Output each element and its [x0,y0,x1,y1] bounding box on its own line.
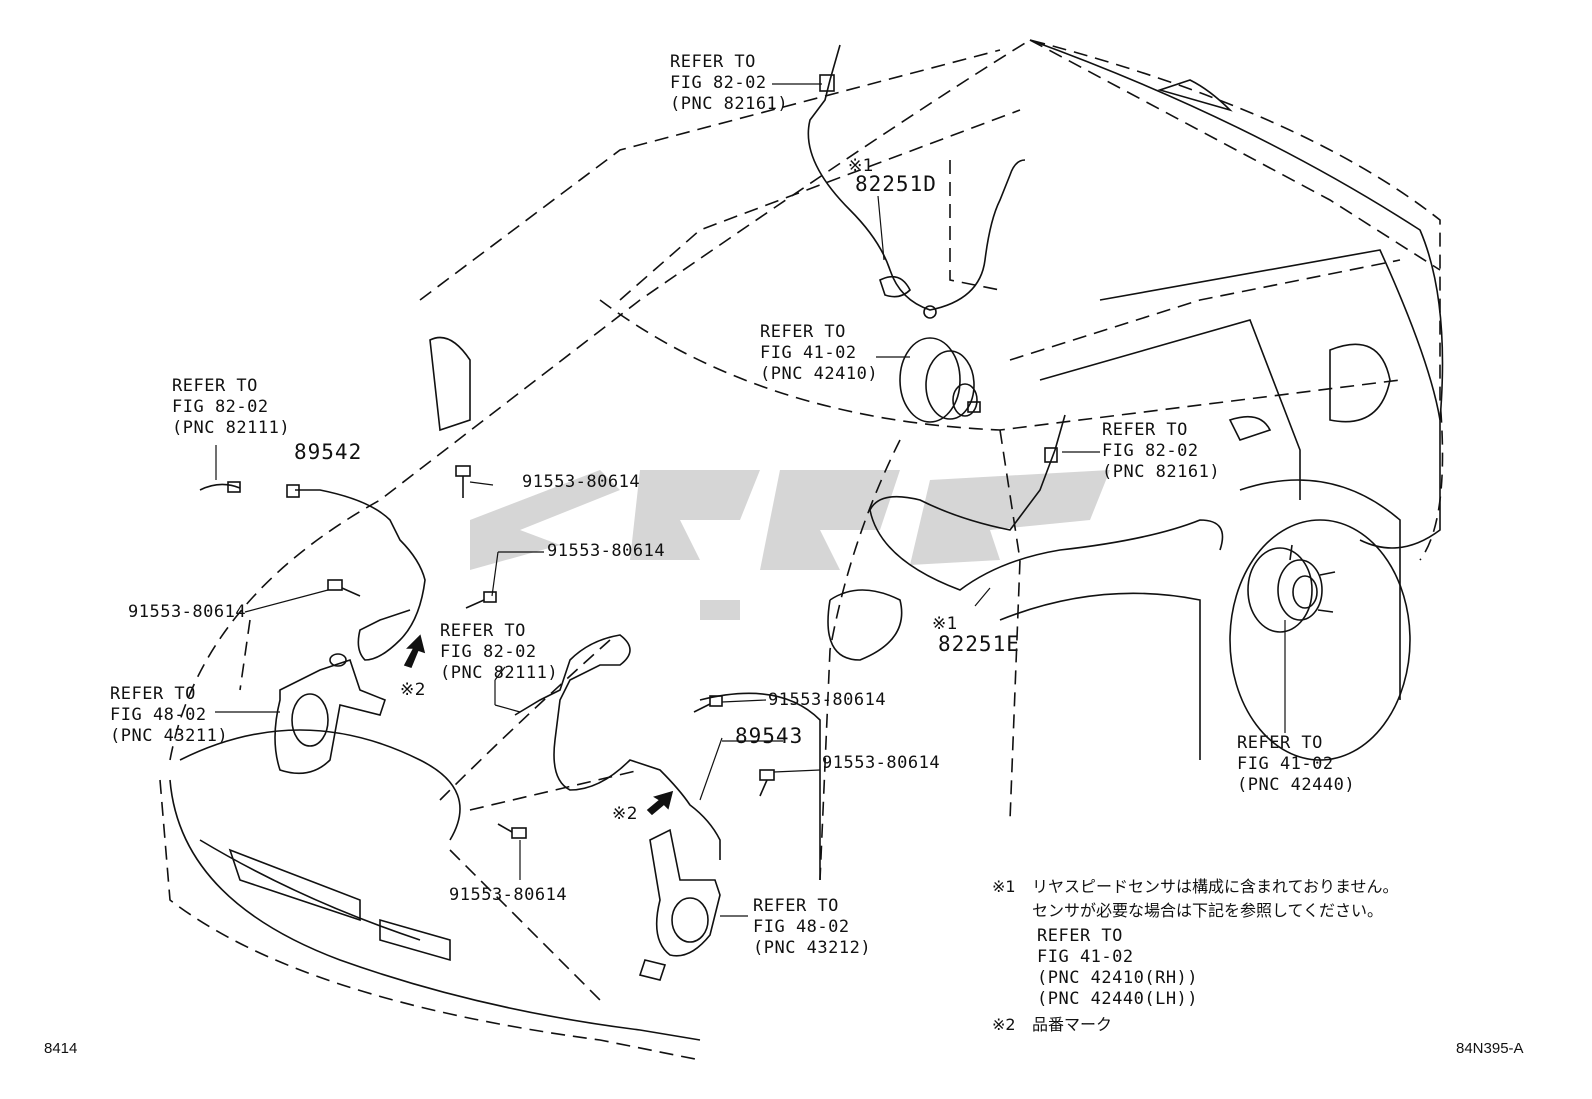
ref-label-82161-right: REFER TO FIG 82-02 (PNC 82161) [1102,420,1221,482]
note-1-line-2: センサが必要な場合は下記を参照してください。 [1032,901,1384,920]
note-1-refer: REFER TO FIG 41-02 (PNC 42410(RH)) (PNC … [1037,926,1199,1009]
rear-hub-42440 [1247,544,1336,633]
figure-code-right: 84N395-A [1456,1040,1524,1057]
car-body [169,39,1444,1041]
part-number-82251E: 82251E [938,632,1020,656]
note-1-line-1: リヤスピードセンサは構成に含まれておりません。 [1032,877,1399,896]
knuckle-43212 [638,828,721,981]
leader-lines [215,83,1286,917]
mark-1-82251D: ※1 [848,156,875,176]
mark-2-left: ※2 [400,680,427,700]
bolt-icon [497,823,527,839]
arrow-icon [403,634,426,668]
part-number-82251D: 82251D [855,172,937,196]
knuckle-43211 [274,653,386,775]
connector-icon [286,484,300,498]
arrow-icon [646,790,674,816]
ref-label-82161-top: REFER TO FIG 82-02 (PNC 82161) [670,52,789,114]
mark-2-right: ※2 [612,804,639,824]
note-2-text: 品番マーク [1032,1015,1113,1034]
rear-hub-42410 [899,337,981,423]
figure-code-left: 8414 [44,1040,78,1057]
ref-label-82111-mid: REFER TO FIG 82-02 (PNC 82111) [440,621,559,683]
connector-icon [1044,447,1058,463]
parts-group [199,44,1336,981]
mark-1-82251E: ※1 [932,614,959,634]
part-number-bolt: 91553-80614 [822,753,941,773]
connector-icon [819,74,835,92]
sensor-89543 [514,634,721,860]
part-number-89543: 89543 [735,724,804,748]
bolt-icon [455,465,471,498]
harness-82251E [869,414,1224,591]
part-number-bolt: 91553-80614 [449,885,568,905]
bolt-icon [327,579,361,597]
bolt-icon [759,769,775,797]
part-number-bolt: 91553-80614 [128,602,247,622]
ref-label-82111-left: REFER TO FIG 82-02 (PNC 82111) [172,376,291,438]
connector-icon [227,481,241,493]
part-number-bolt: 91553-80614 [547,541,666,561]
note-2-mark: ※2 [992,1015,1016,1034]
part-number-bolt: 91553-80614 [768,690,887,710]
bracket-icon [879,275,911,298]
watermark-logo [470,470,1110,620]
bolt-icon [693,695,723,713]
sensor-89542 [199,483,426,661]
clip-icon [923,305,937,319]
note-1-mark: ※1 [992,877,1016,896]
car-outline [159,39,1444,1061]
ref-label-43211: REFER TO FIG 48-02 (PNC 43211) [110,684,229,746]
ref-label-43212: REFER TO FIG 48-02 (PNC 43212) [753,896,872,958]
ref-label-42440: REFER TO FIG 41-02 (PNC 42440) [1237,733,1356,795]
part-number-89542: 89542 [294,440,363,464]
part-number-bolt: 91553-80614 [522,472,641,492]
ref-label-42410: REFER TO FIG 41-02 (PNC 42410) [760,322,879,384]
harness-82251D [807,44,1026,311]
bolt-icon [465,591,497,609]
